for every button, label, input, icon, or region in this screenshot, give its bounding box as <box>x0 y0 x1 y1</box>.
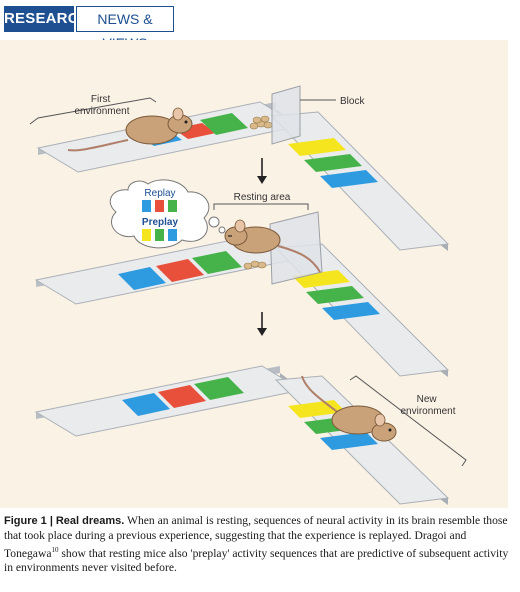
caption-ref[interactable]: 10 <box>51 546 58 554</box>
section-tab-news-views[interactable]: NEWS & VIEWS <box>76 6 174 32</box>
replay-green-cell <box>168 200 177 212</box>
replay-label: Replay <box>144 188 175 199</box>
journal-header: RESEARCH NEWS & VIEWS <box>0 0 520 40</box>
preplay-blue-cell <box>168 229 177 241</box>
caption-label: Figure 1 | <box>4 515 53 527</box>
block-label: Block <box>340 96 365 107</box>
new-environment-label: New environment <box>400 394 455 417</box>
figure-caption: Figure 1 | Real dreams. When an animal i… <box>4 514 514 576</box>
section-tab-research[interactable]: RESEARCH <box>4 6 74 32</box>
preplay-yellow-cell <box>142 229 151 241</box>
track-3: New environment <box>36 366 466 505</box>
caption-title: Real dreams. <box>56 515 124 527</box>
down-arrow-2 <box>257 312 267 336</box>
figure-illustration: First environment Block <box>0 40 508 508</box>
replay-red-cell <box>155 200 164 212</box>
caption-text-2: show that resting mice also 'preplay' ac… <box>4 547 508 575</box>
preplay-label: Preplay <box>142 217 179 228</box>
resting-area-label: Resting area <box>234 192 291 203</box>
track-2-block <box>270 212 322 284</box>
thought-bubble: Replay Preplay <box>110 180 225 248</box>
track-1-block <box>272 86 300 144</box>
preplay-green-cell <box>155 229 164 241</box>
down-arrow-1 <box>257 158 267 184</box>
replay-blue-cell <box>142 200 151 212</box>
first-environment-label: First environment <box>74 94 129 117</box>
resting-area-bracket <box>214 204 308 210</box>
